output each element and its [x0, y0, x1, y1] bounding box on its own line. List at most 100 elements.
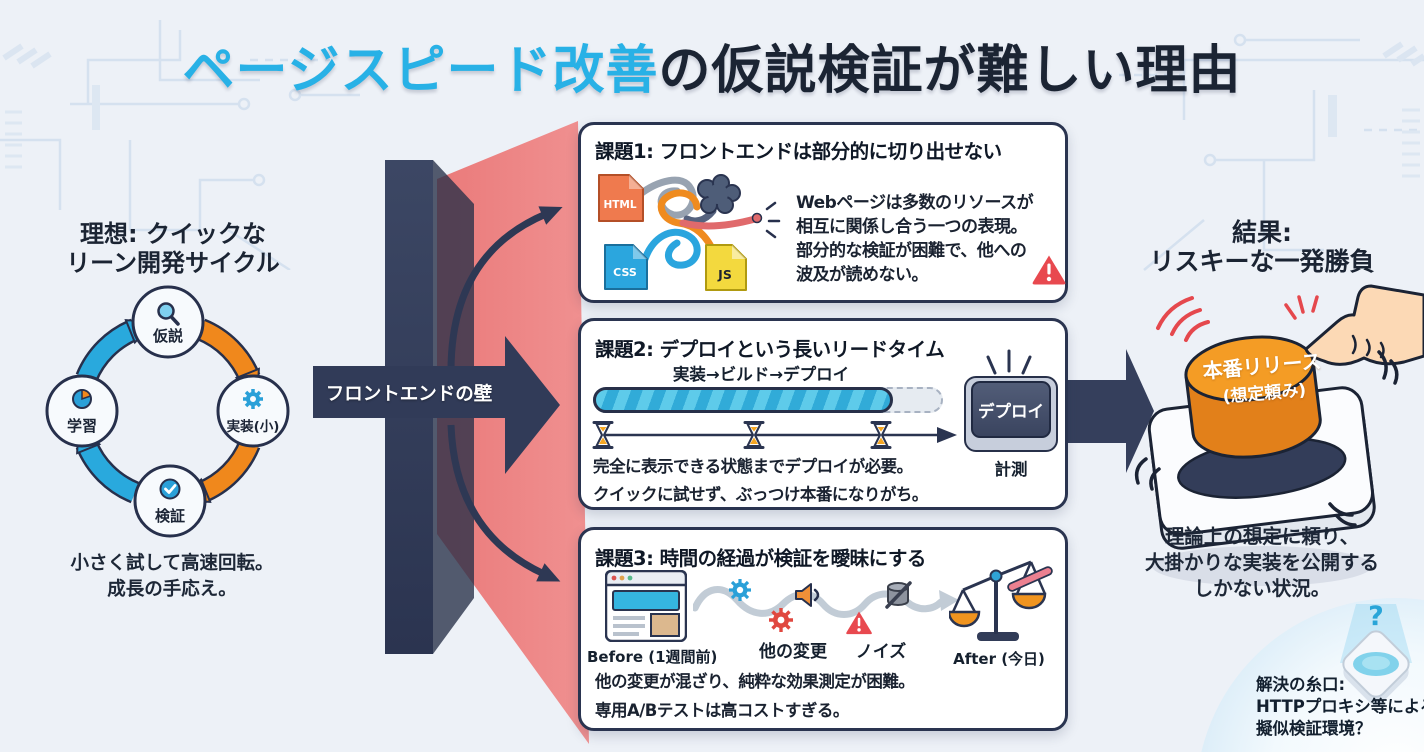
pressing-hand-icon — [1304, 284, 1424, 366]
cycle-arrow-impl-to-verify — [179, 440, 258, 503]
other-changes-label: 他の変更 — [759, 642, 827, 662]
result-heading-line1: 結果: — [1232, 218, 1292, 247]
question-mark: ? — [1368, 601, 1384, 632]
warning-triangle-icon — [1032, 255, 1066, 285]
release-button-illustration — [1147, 335, 1376, 550]
challenge2-body-line: 完全に表示できる状態までデプロイが必要。 — [593, 457, 913, 476]
circuit-pattern-top-right-icon — [1104, 33, 1424, 271]
challenge3-body-line: 他の変更が混ざり、純粋な効果測定が困難。 — [595, 672, 915, 691]
challenge-card-1: 課題1: フロントエンドは部分的に切り出せない — [578, 122, 1068, 303]
magnifier-icon — [157, 302, 180, 326]
circuit-pattern-top-left-icon — [0, 20, 360, 270]
browser-window-icon — [605, 570, 687, 642]
deploy-timeline — [592, 421, 957, 449]
measure-label: 計測 — [994, 460, 1028, 479]
ideal-caption-line2: 成長の手応え。 — [107, 579, 237, 600]
alarm-arcs-icon — [1156, 296, 1210, 342]
challenge1-title: 課題1: フロントエンドは部分的に切り出せない — [595, 140, 1002, 163]
dependency-blob-icon — [697, 174, 741, 214]
cycle-arrow-learn-to-hypothesis — [78, 319, 157, 382]
ideal-heading-line1: 理想: クイックな — [80, 220, 266, 248]
gear-red-icon — [769, 608, 793, 632]
gear-blue-icon — [729, 579, 751, 601]
button-shadow — [1152, 546, 1372, 586]
wall-arrow-shape — [313, 336, 560, 474]
result-heading: 結果: リスキーな一発勝負 — [1122, 218, 1402, 276]
snap-sparkle-icon — [765, 201, 781, 239]
result-caption-line: 大掛かりな実装を公開する — [1144, 551, 1379, 574]
ideal-heading: 理想: クイックな リーン開発サイクル — [38, 220, 308, 278]
curved-arrow-up-icon — [447, 206, 563, 372]
result-caption: 理論上の想定に頼り、 大掛かりな実装を公開する しかない状況。 — [1127, 524, 1397, 602]
cycle-node-label: 仮説 — [152, 327, 183, 345]
tangled-resources-illustration: HTML CSS JS — [598, 174, 781, 291]
page-title: ページスピード改善の仮説検証が難しい理由 — [0, 28, 1424, 103]
challenge-card-2: 課題2: デプロイという長いリードタイム 実装→ビルド→デプロイ 完全に表示で — [578, 318, 1068, 510]
solution-text-line2: HTTPプロキシ等による — [1256, 697, 1424, 716]
cycle-node-learning: 学習 — [45, 374, 119, 448]
challenge2-body-line: クイックに試せず、ぶっつけ本番になりがち。 — [593, 485, 928, 504]
challenge1-body-line: 相互に関係し合う一つの表現。 — [796, 217, 1028, 237]
noise-wave-illustration — [693, 579, 959, 635]
cycle-node-label: 検証 — [155, 507, 185, 525]
lean-cycle-diagram: 仮説 実装(小) 検証 — [45, 285, 290, 538]
cycle-node-implementation: 実装(小) — [216, 374, 290, 448]
cycle-arrow-hypothesis-to-impl — [197, 321, 260, 400]
check-icon — [159, 478, 181, 500]
css-file-icon: CSS — [604, 244, 648, 290]
speaker-icon — [795, 583, 820, 607]
shake-marks-icon — [1134, 350, 1399, 527]
timeline-arrowhead-icon — [937, 427, 957, 443]
result-caption-line: 理論上の想定に頼り、 — [1164, 525, 1360, 548]
deploy-progress-fill — [593, 387, 893, 413]
challenge2-title: 課題2: デプロイという長いリードタイム — [595, 338, 945, 361]
page-title-rest: の仮説検証が難しい理由 — [658, 41, 1242, 101]
html-badge-label: HTML — [603, 199, 636, 211]
js-badge-label: JS — [717, 267, 732, 282]
deploy-progress-track — [593, 387, 943, 413]
html-file-icon: HTML — [598, 174, 644, 222]
challenge3-body-line: 専用A/Bテストは高コストすぎる。 — [595, 701, 849, 720]
ideal-caption: 小さく試して高速回転。 成長の手応え。 — [32, 551, 312, 603]
css-badge-label: CSS — [613, 266, 637, 279]
wave-arrowhead-icon — [939, 590, 959, 611]
wall-label: フロントエンドの壁 — [325, 384, 493, 405]
solution-text: 解決の糸口: HTTPプロキシ等による 擬似検証環境？ — [1256, 674, 1424, 740]
page-title-highlight: ページスピード改善 — [182, 41, 659, 101]
impact-lines-icon — [986, 349, 1032, 375]
result-caption-line: しかない状況。 — [1193, 577, 1331, 600]
warning-small-icon — [846, 611, 872, 635]
challenge1-body-line: 波及が読めない。 — [796, 265, 929, 285]
before-label: Before (1週間前) — [587, 648, 718, 666]
deploy-key: デプロイ — [964, 376, 1058, 452]
js-file-icon: JS — [705, 244, 747, 291]
after-label: After (今日) — [953, 650, 1045, 668]
solution-text-line3: 擬似検証環境？ — [1256, 719, 1372, 738]
result-arrow-icon — [1064, 349, 1154, 473]
balance-scale-icon — [949, 560, 1053, 641]
database-crossed-icon — [885, 581, 912, 609]
press-sparks-icon — [1284, 295, 1319, 320]
solution-text-line1: 解決の糸口: — [1256, 675, 1346, 694]
proxy-platform-icon — [1340, 604, 1412, 705]
cycle-node-label: 学習 — [67, 417, 97, 435]
cycle-node-label: 実装(小) — [227, 418, 280, 435]
deploy-key-label: デプロイ — [971, 381, 1051, 438]
release-button-top — [1184, 335, 1315, 403]
gear-icon — [243, 389, 263, 409]
curved-arrow-down-icon — [447, 424, 561, 582]
cycle-node-hypothesis: 仮説 — [131, 285, 205, 359]
pie-chart-icon — [72, 389, 92, 409]
challenge3-title: 課題3: 時間の経過が検証を曖昧にする — [595, 547, 926, 570]
challenge1-body-line: Webページは多数のリソースが — [796, 193, 1034, 213]
challenge1-body-line: 部分的な検証が困難で、他への — [796, 241, 1027, 261]
noise-label: ノイズ — [855, 642, 907, 662]
challenge-card-3: 課題3: 時間の経過が検証を曖昧にする Before (1週間前) — [578, 527, 1068, 731]
pipeline-label: 実装→ビルド→デプロイ — [672, 365, 850, 384]
ideal-caption-line1: 小さく試して高速回転。 — [70, 553, 274, 574]
cycle-arrow-verify-to-learn — [76, 422, 139, 501]
ideal-heading-line2: リーン開発サイクル — [66, 249, 280, 277]
cycle-node-verification: 検証 — [133, 464, 207, 538]
